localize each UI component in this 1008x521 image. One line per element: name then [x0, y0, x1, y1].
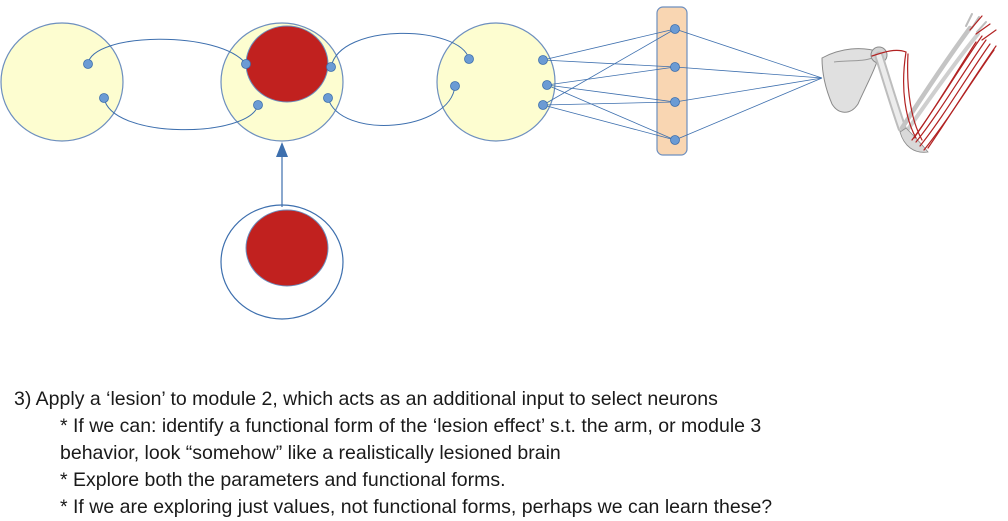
neuron-m1-a	[83, 59, 93, 69]
lesion-input-region	[245, 209, 329, 287]
neuron-m3-e	[538, 100, 548, 110]
neuron-m3-d	[542, 80, 552, 90]
neuron-m2-b	[253, 100, 263, 110]
output-neuron-2	[670, 62, 680, 72]
network-diagram	[0, 6, 997, 320]
module-1	[0, 22, 124, 142]
output-neuron-1	[670, 24, 680, 34]
output-neuron-3	[670, 97, 680, 107]
connection-m1-m2-top	[87, 38, 247, 65]
arrow-up-icon	[276, 142, 288, 157]
neuron-m1-b	[99, 93, 109, 103]
output-connections	[542, 28, 823, 141]
neuron-m3-c	[538, 55, 548, 65]
module-connections	[87, 32, 470, 131]
lesion-region	[245, 25, 329, 103]
arm-skeleton-icon	[821, 13, 997, 153]
connection-m2-m3-bottom	[327, 85, 456, 126]
connection-m2-m3-top	[330, 32, 470, 68]
notes-text: 3) Apply a ‘lesion’ to module 2, which a…	[14, 386, 1004, 521]
bullet-2: * Explore both the parameters and functi…	[60, 469, 506, 491]
neuron-m3-a	[464, 54, 474, 64]
output-layer	[656, 6, 688, 156]
connection-m1-m2-bottom	[103, 97, 259, 131]
neuron-m2-d	[323, 93, 333, 103]
bullet-1-line-2: behavior, look “somehow” like a realisti…	[60, 442, 561, 464]
neuron-m2-c	[326, 62, 336, 72]
module-3	[436, 22, 556, 142]
neuron-m2-a	[241, 59, 251, 69]
notes-heading: 3) Apply a ‘lesion’ to module 2, which a…	[14, 388, 718, 410]
neuron-m3-b	[450, 81, 460, 91]
bullet-3: * If we are exploring just values, not f…	[60, 496, 773, 518]
output-neuron-4	[670, 135, 680, 145]
bullet-1-line-1: * If we can: identify a functional form …	[60, 415, 762, 437]
